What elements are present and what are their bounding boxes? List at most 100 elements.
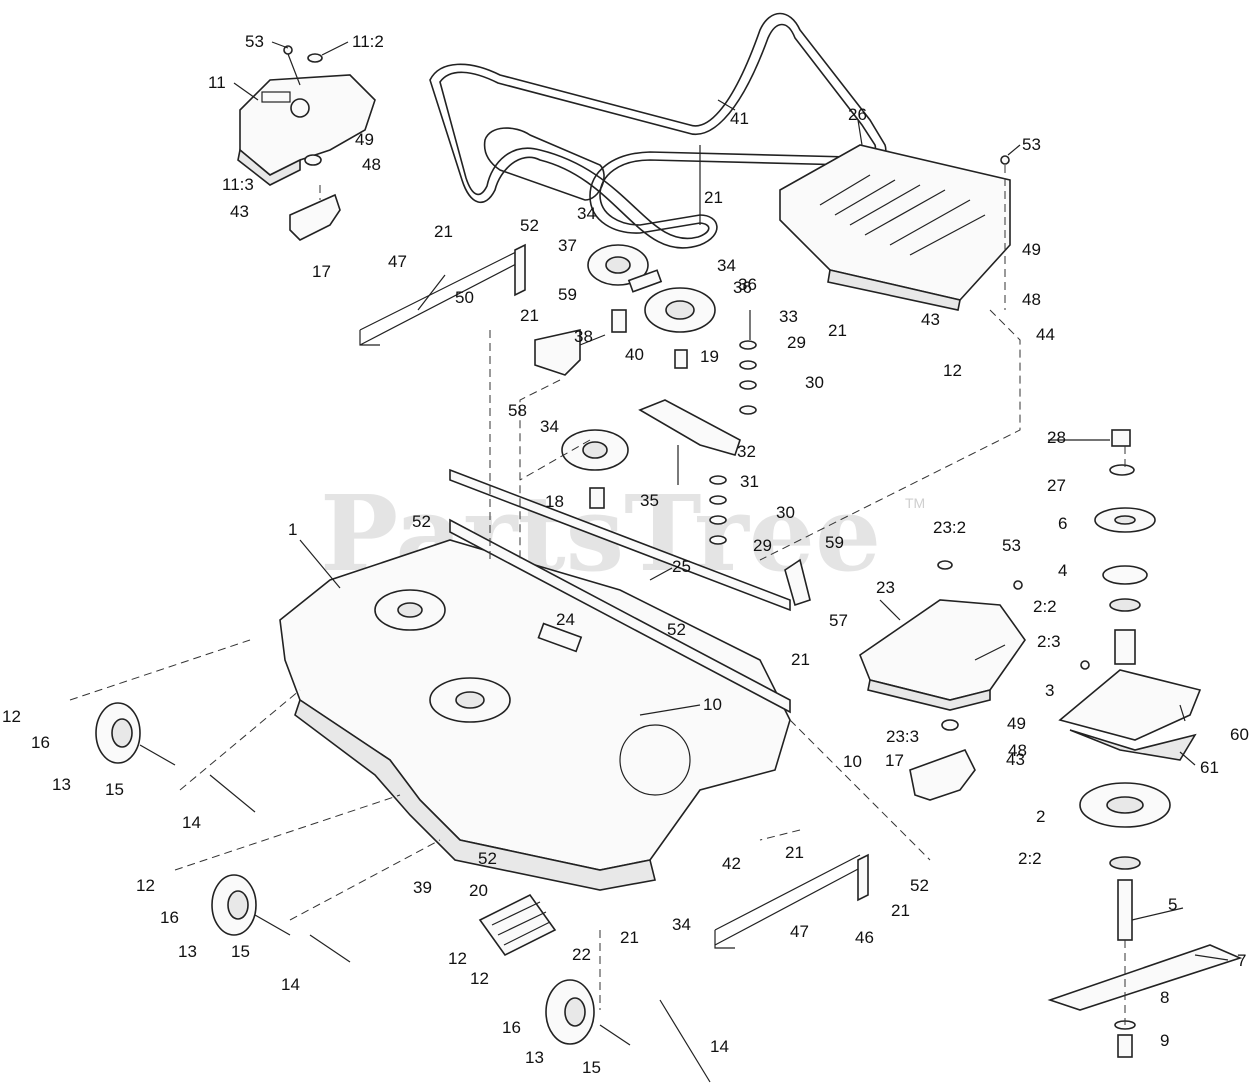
callout-43: 43 bbox=[1006, 750, 1025, 769]
callout-34: 34 bbox=[540, 417, 559, 436]
belt-cover-23 bbox=[859, 560, 1026, 731]
callout-48: 48 bbox=[1008, 741, 1027, 760]
callout-1: 1 bbox=[288, 520, 297, 539]
callout-49: 49 bbox=[1007, 714, 1026, 733]
callout-10: 10 bbox=[703, 695, 722, 714]
callout-52: 52 bbox=[478, 849, 497, 868]
callout-36: 36 bbox=[733, 278, 752, 297]
callout-25: 25 bbox=[672, 557, 691, 576]
bracket-17-lower bbox=[784, 558, 976, 801]
spindle-assembly bbox=[1047, 429, 1243, 1058]
belt-cover-left bbox=[237, 45, 376, 186]
callout-9: 9 bbox=[1160, 1031, 1169, 1050]
callout-59: 59 bbox=[825, 533, 844, 552]
callout-31: 31 bbox=[740, 472, 759, 491]
callout-12: 12 bbox=[470, 969, 489, 988]
callout-12: 12 bbox=[448, 949, 467, 968]
callout-34: 34 bbox=[717, 256, 736, 275]
callout-41: 41 bbox=[730, 109, 749, 128]
mower-deck bbox=[279, 468, 791, 891]
callout-22: 22 bbox=[572, 945, 591, 964]
belt-cover-right bbox=[779, 144, 1011, 311]
callout-48: 48 bbox=[362, 155, 381, 174]
callout-21: 21 bbox=[891, 901, 910, 920]
callout-15: 15 bbox=[582, 1058, 601, 1077]
callout-52: 52 bbox=[667, 620, 686, 639]
callout-48: 48 bbox=[1022, 290, 1041, 309]
callout-53: 53 bbox=[1022, 135, 1041, 154]
callout-30: 30 bbox=[805, 373, 824, 392]
callout-23: 23 bbox=[876, 578, 895, 597]
callout-21: 21 bbox=[828, 321, 847, 340]
callout-23-3: 23:3 bbox=[886, 727, 919, 746]
step-plate bbox=[478, 893, 557, 957]
callout-40: 40 bbox=[625, 345, 644, 364]
callout-6: 6 bbox=[1058, 514, 1067, 533]
callout-21: 21 bbox=[434, 222, 453, 241]
callout-15: 15 bbox=[231, 942, 250, 961]
callout-29: 29 bbox=[787, 333, 806, 352]
callout-17: 17 bbox=[312, 262, 331, 281]
callout-43: 43 bbox=[921, 310, 940, 329]
callout-21: 21 bbox=[620, 928, 639, 947]
callout-52: 52 bbox=[520, 216, 539, 235]
callout-39: 39 bbox=[413, 878, 432, 897]
callout-58: 58 bbox=[508, 401, 527, 420]
callout-37: 37 bbox=[558, 236, 577, 255]
callout-57: 57 bbox=[829, 611, 848, 630]
callout-8: 8 bbox=[1160, 988, 1169, 1007]
callout-16: 16 bbox=[160, 908, 179, 927]
idler-assembly bbox=[561, 244, 757, 545]
callout-5: 5 bbox=[1168, 895, 1177, 914]
callout-16: 16 bbox=[31, 733, 50, 752]
callout-2-3: 2:3 bbox=[1037, 632, 1061, 651]
callout-60: 60 bbox=[1230, 725, 1249, 744]
callout-36: 36 bbox=[738, 275, 757, 294]
callout-29: 29 bbox=[753, 536, 772, 555]
callout-13: 13 bbox=[178, 942, 197, 961]
callout-11-2: 11:2 bbox=[352, 32, 384, 51]
callout-12: 12 bbox=[2, 707, 21, 726]
drive-belt bbox=[429, 12, 887, 249]
callout-44: 44 bbox=[1036, 325, 1055, 344]
callout-28: 28 bbox=[1047, 428, 1066, 447]
callout-24: 24 bbox=[556, 610, 575, 629]
callout-43: 43 bbox=[230, 202, 249, 221]
bracket-58 bbox=[534, 329, 606, 376]
callout-21: 21 bbox=[704, 188, 723, 207]
callout-30: 30 bbox=[776, 503, 795, 522]
callout-19: 19 bbox=[700, 347, 719, 366]
callout-35: 35 bbox=[640, 491, 659, 510]
callout-59: 59 bbox=[558, 285, 577, 304]
callout-61: 61 bbox=[1200, 758, 1219, 777]
callout-49: 49 bbox=[355, 130, 374, 149]
callout-12: 12 bbox=[136, 876, 155, 895]
callout-2: 2 bbox=[1036, 807, 1045, 826]
callout-15: 15 bbox=[105, 780, 124, 799]
callout-14: 14 bbox=[281, 975, 300, 994]
callout-12: 12 bbox=[943, 361, 962, 380]
callout-21: 21 bbox=[791, 650, 810, 669]
callout-14: 14 bbox=[182, 813, 201, 832]
callout-23-2: 23:2 bbox=[933, 518, 966, 537]
callout-47: 47 bbox=[388, 252, 407, 271]
callout-27: 27 bbox=[1047, 476, 1066, 495]
callout-33: 33 bbox=[779, 307, 798, 326]
callout-52: 52 bbox=[910, 876, 929, 895]
callout-7: 7 bbox=[1237, 951, 1246, 970]
callout-26: 26 bbox=[848, 105, 867, 124]
callout-18: 18 bbox=[545, 492, 564, 511]
callout-11: 11 bbox=[208, 73, 226, 92]
callout-21: 21 bbox=[785, 843, 804, 862]
callout-17: 17 bbox=[885, 751, 904, 770]
callout-52: 52 bbox=[412, 512, 431, 531]
bracket-17-top bbox=[289, 185, 341, 241]
anti-scalp-wheels bbox=[95, 702, 711, 1083]
callout-2-2: 2:2 bbox=[1033, 597, 1057, 616]
callout-50: 50 bbox=[455, 288, 474, 307]
callout-53: 53 bbox=[1002, 536, 1021, 555]
callout-47: 47 bbox=[790, 922, 809, 941]
callout-11-3: 11:3 bbox=[222, 175, 254, 194]
